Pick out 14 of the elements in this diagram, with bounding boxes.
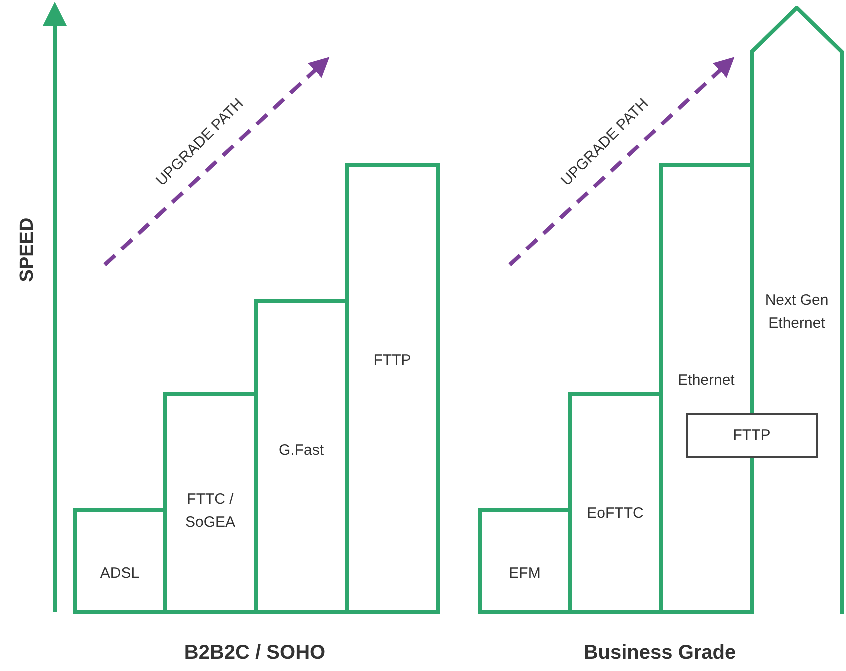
bar-label: ADSL xyxy=(99,564,141,584)
inset-box xyxy=(686,413,818,458)
group-label: B2B2C / SOHO xyxy=(184,642,326,664)
bar-label: EoFTTC xyxy=(586,504,645,524)
axis-label: SPEED xyxy=(17,218,39,282)
bar-label: Next Gen Ethernet xyxy=(764,291,830,334)
bar-label: EFM xyxy=(508,564,542,584)
group-label: Business Grade xyxy=(584,642,736,664)
bar-label: FTTP xyxy=(372,351,412,371)
bar xyxy=(345,163,440,614)
bar-label: Ethernet xyxy=(677,371,736,391)
bar-label: G.Fast xyxy=(278,441,325,461)
bar-label: FTTP xyxy=(732,426,772,446)
bar-label: FTTC / SoGEA xyxy=(184,490,237,533)
